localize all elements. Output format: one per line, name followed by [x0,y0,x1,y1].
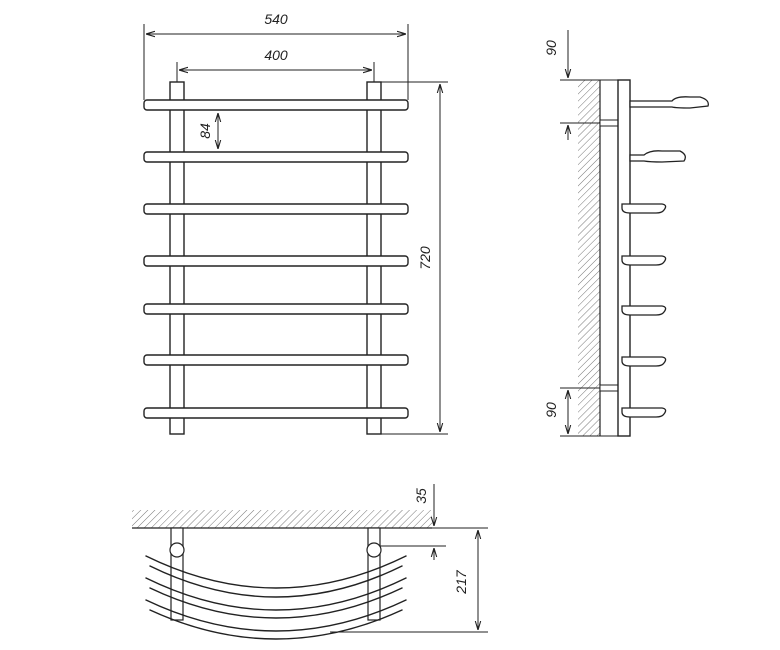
label-217: 217 [453,569,469,595]
label-540: 540 [264,11,288,27]
side-rail-1 [629,96,709,109]
label-720: 720 [417,246,433,270]
rail-2 [143,151,409,163]
wall-hatch-top [132,510,432,528]
rails-front [143,99,409,419]
side-rail-3 [621,203,667,214]
rail-5 [143,303,409,315]
side-rail-7 [621,407,667,418]
curved-rail-1-inner [149,565,403,598]
rail-1 [143,99,409,111]
side-rail-5 [621,305,667,316]
label-90-top: 90 [543,40,559,56]
left-post [170,527,184,621]
label-90-bottom: 90 [543,402,559,418]
curved-rail-3-inner [149,609,403,640]
curved-rail-1-outer [145,555,407,589]
top-view [132,510,432,640]
front-view [143,81,409,435]
curved-rail-2-outer [145,577,407,611]
side-rail-6 [621,356,667,367]
wall-hatch-side [578,80,600,436]
top-dimensions [330,484,488,633]
side-rail-4 [621,255,667,266]
front-dimensions [143,24,448,435]
rail-3 [143,203,409,215]
label-35: 35 [413,488,429,504]
side-dimensions [560,30,618,437]
rail-7 [143,407,409,419]
left-flange [169,542,185,558]
side-rail-2 [629,150,686,163]
rail-6 [143,354,409,366]
curved-rail-3-outer [145,599,407,632]
right-flange [366,542,382,558]
label-400: 400 [264,47,288,63]
top-bracket [599,119,619,127]
right-post [367,527,381,621]
rail-4 [143,255,409,267]
curved-rail-2-inner [149,587,403,619]
side-view [578,79,709,437]
bottom-bracket [599,384,619,392]
label-84: 84 [197,123,213,139]
